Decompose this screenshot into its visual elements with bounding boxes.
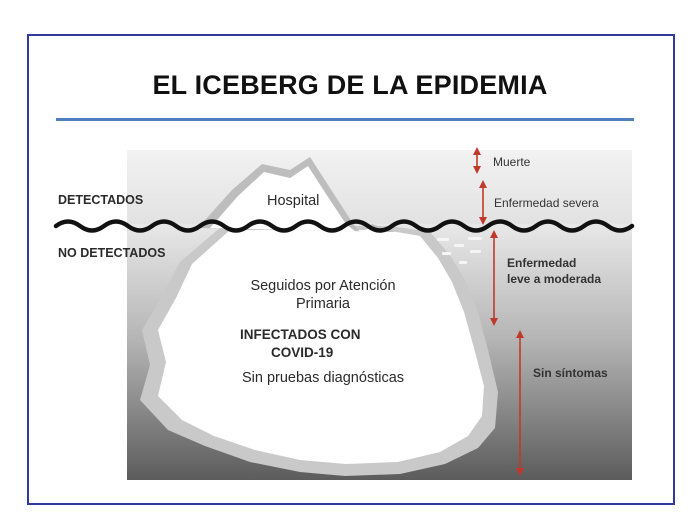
iceberg-submerged-body bbox=[158, 230, 484, 464]
label-sin-pruebas: Sin pruebas diagnósticas bbox=[241, 370, 405, 386]
label-enfermedad-leve-2: leve a moderada bbox=[507, 272, 602, 286]
label-enfermedad-leve-1: Enfermedad bbox=[507, 256, 577, 270]
ice-floats bbox=[437, 237, 482, 264]
title-underline bbox=[56, 118, 634, 121]
iceberg-tip-body bbox=[210, 166, 388, 232]
slide-title: EL ICEBERG DE LA EPIDEMIA bbox=[152, 70, 548, 100]
label-infectados-1: INFECTADOS CON bbox=[240, 327, 361, 342]
label-enfermedad-severa: Enfermedad severa bbox=[494, 196, 599, 210]
sky-area bbox=[127, 150, 632, 224]
label-detectados: DETECTADOS bbox=[58, 193, 144, 207]
label-infectados-2: COVID-19 bbox=[271, 345, 334, 360]
label-sin-sintomas: Sin síntomas bbox=[533, 366, 608, 380]
label-muerte: Muerte bbox=[493, 155, 531, 169]
label-atencion-primaria-1: Seguidos por Atención bbox=[250, 278, 396, 294]
label-no-detectados: NO DETECTADOS bbox=[58, 246, 166, 260]
label-atencion-primaria-2: Primaria bbox=[296, 296, 350, 312]
water-line-wave bbox=[53, 219, 635, 233]
label-hospital: Hospital bbox=[267, 193, 320, 209]
